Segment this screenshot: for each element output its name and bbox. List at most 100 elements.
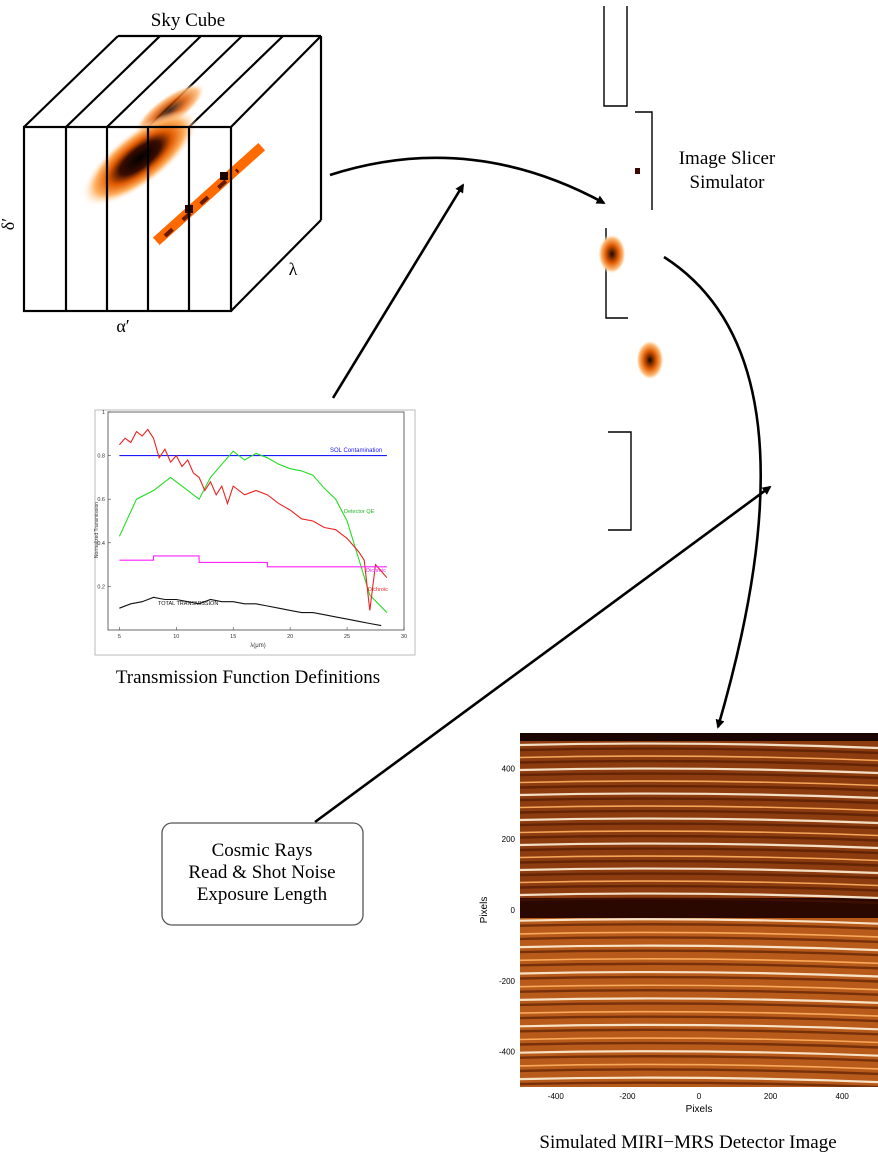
- slice-spot-right: [636, 340, 664, 380]
- transmission-caption: Transmission Function Definitions: [116, 667, 380, 688]
- slicer-label-line1: Image Slicer: [679, 148, 776, 169]
- detector-slice-gap: [520, 847, 878, 855]
- detector-slice-gap: [520, 884, 878, 892]
- detector-slice-trace: [520, 997, 878, 1004]
- series-line-4: [119, 596, 382, 627]
- detector-slice-trace: [520, 755, 878, 762]
- noise-line2: Read & Shot Noise: [188, 862, 335, 883]
- detector-slice-gap: [520, 772, 878, 780]
- annot-total: TOTAL TRANSMISSION: [158, 601, 218, 607]
- detector-slice-trace: [520, 1010, 878, 1017]
- transmission-xtick-label: 25: [344, 634, 350, 640]
- detector-slice-trace: [520, 792, 878, 800]
- detector-slice-trace: [520, 817, 878, 825]
- detector-xlabel: Pixels: [686, 1104, 713, 1115]
- detector-slice-gap: [520, 936, 878, 944]
- detector-slice-trace: [520, 742, 878, 750]
- detector-slice-trace: [520, 830, 878, 837]
- detector-slice-trace: [520, 1063, 878, 1070]
- detector-slice-trace: [520, 944, 878, 952]
- cube-emission: [82, 83, 266, 246]
- transmission-xlabel: λ(μm): [250, 643, 265, 649]
- detector-xtick-label: 400: [836, 1092, 850, 1101]
- detector-slice-gap: [520, 1028, 878, 1036]
- transmission-xtick-label: 30: [401, 634, 407, 640]
- detector-xtick-label: -200: [619, 1092, 636, 1101]
- detector-slice-gap: [520, 1068, 878, 1076]
- noise-box-frame: [161, 822, 364, 926]
- transmission-frame: [94, 409, 416, 656]
- detector-gap-band: [520, 898, 878, 918]
- detector-slice-trace: [520, 931, 878, 938]
- series-line-2: [118, 428, 388, 611]
- detector-ylabel: Pixels: [479, 897, 490, 924]
- transmission-series: [118, 428, 388, 627]
- transmission-ytick-label: 0.6: [97, 497, 105, 503]
- detector-slice-trace: [520, 1037, 878, 1044]
- detector-slice-gap: [520, 1081, 878, 1087]
- detector-slice-gap: [520, 923, 878, 930]
- cube-frame: [23, 34, 323, 312]
- detector-slice-trace: [520, 780, 878, 787]
- axis-alpha-label: α′: [116, 316, 129, 336]
- annot-dichroic-magenta: Dichroic: [366, 568, 386, 574]
- transmission-ytick-label: 0.4: [97, 541, 105, 547]
- detector-caption: Simulated MIRI−MRS Detector Image: [539, 1132, 836, 1153]
- transmission-plot-box: [107, 411, 405, 631]
- detector-ytick-label: 0: [511, 906, 516, 915]
- arrow-transmission-to-flow: [331, 183, 465, 399]
- annot-sol: SOL Contamination: [330, 448, 382, 454]
- arrow-noise-to-flow: [314, 485, 772, 824]
- detector-slice-gap: [520, 834, 878, 842]
- detector-slice-gap: [520, 859, 878, 867]
- transmission-ytick-label: 0.8: [97, 454, 105, 460]
- transmission-xtick-label: 5: [118, 634, 121, 640]
- detector-slice-gap: [520, 747, 878, 755]
- arrow-cube-to-slicer: [329, 156, 606, 205]
- detector-slice-gap: [520, 949, 878, 957]
- noise-line3: Exposure Length: [197, 884, 328, 905]
- detector-slice-gap: [520, 989, 878, 996]
- arrow-slicer-to-detector: [663, 255, 762, 729]
- annot-detector-qe: Detector QE: [344, 509, 375, 515]
- transmission-xtick-label: 15: [230, 634, 236, 640]
- detector-slice-trace: [520, 892, 878, 900]
- sky-cube-title: Sky Cube: [151, 10, 225, 31]
- detector-slice-gap: [520, 759, 878, 767]
- detector-slice-gap: [520, 897, 878, 905]
- transmission-ytick-label: 1: [102, 410, 105, 416]
- galaxy-blob: [82, 110, 198, 206]
- detector-slice-gap: [520, 809, 878, 817]
- transmission-axes: [107, 411, 405, 631]
- transmission-ytick-label: 0.2: [97, 584, 105, 590]
- detector-slice-trace: [520, 970, 878, 978]
- detector-slice-trace: [520, 880, 878, 887]
- detector-ytick-label: 400: [502, 764, 516, 773]
- detector-slice-trace: [520, 855, 878, 862]
- transmission-xtick-label: 10: [173, 634, 179, 640]
- detector-slice-gap: [520, 975, 878, 983]
- detector-slice-gap: [520, 1002, 878, 1010]
- series-line-1: [118, 450, 388, 613]
- series-line-3: [119, 555, 387, 568]
- detector-ytick-label: -200: [499, 977, 516, 986]
- detector-slice-trace: [520, 767, 878, 775]
- detector-stripes: [520, 733, 878, 1087]
- sky-cube: Sky Cube: [0, 10, 323, 336]
- detector-slice-trace: [520, 1050, 878, 1057]
- detector-ytick-label: -400: [499, 1048, 516, 1057]
- flow-arrows: [314, 156, 772, 824]
- detector-ytick-label: 200: [502, 835, 516, 844]
- cube-front-slices: [22, 125, 233, 313]
- detector-top-band: [520, 733, 878, 741]
- noise-line1: Cosmic Rays: [212, 840, 313, 861]
- detector-slice-trace: [520, 867, 878, 875]
- detector-xtick-label: 200: [764, 1092, 778, 1101]
- detector-slice-gap: [520, 1041, 878, 1049]
- annot-dichroic-red: Dichroic: [368, 587, 388, 593]
- detector-xtick-label: 0: [697, 1092, 702, 1101]
- detector-slice-trace: [520, 1023, 878, 1031]
